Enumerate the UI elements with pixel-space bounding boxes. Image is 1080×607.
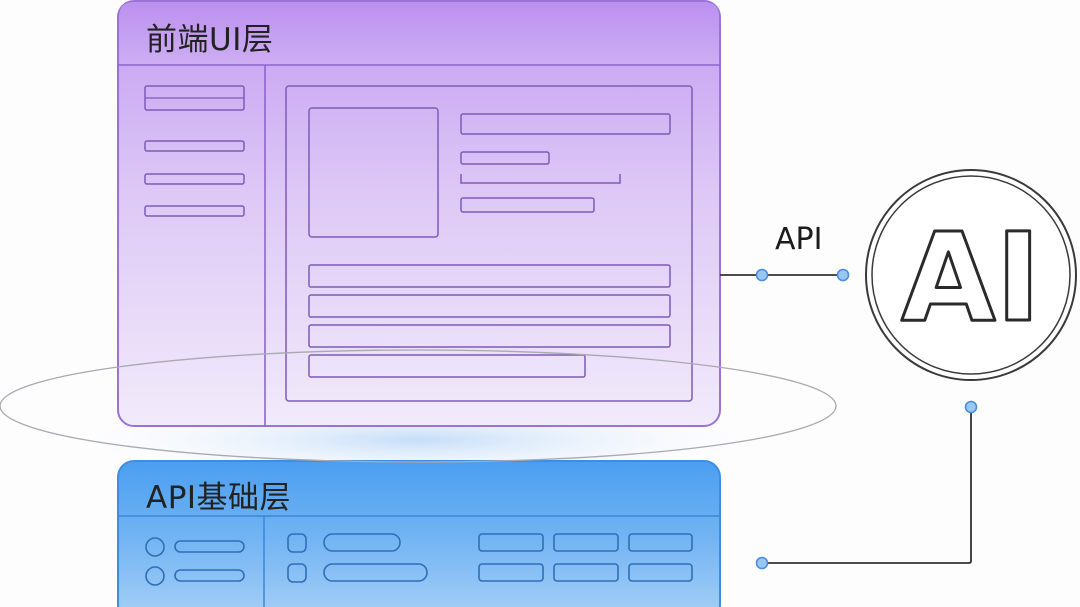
api-connector-dot-right — [836, 268, 850, 282]
api-cell-r1c3 — [628, 533, 693, 552]
api-square-2 — [287, 563, 307, 583]
ai-badge-outer-ring — [865, 169, 1077, 381]
ai-to-api-connector — [755, 400, 978, 570]
ai-badge: AI — [865, 169, 1077, 381]
api-pill-2 — [323, 563, 428, 582]
ai-badge-text: AI — [901, 207, 1041, 349]
api-pill-1 — [323, 533, 401, 552]
sidebar-item-2 — [144, 140, 245, 152]
api-cell-r2c3 — [628, 563, 693, 582]
image-placeholder — [308, 107, 439, 238]
api-circle-1 — [145, 537, 165, 557]
sidebar-item-4 — [144, 205, 245, 217]
content-underline-bar — [460, 174, 621, 184]
frontend-header-band — [119, 2, 719, 65]
api-bar-2 — [174, 569, 245, 582]
content-card — [285, 85, 693, 402]
ai-connector-line — [762, 407, 972, 564]
api-connector-label: API — [775, 222, 823, 257]
api-cell-r1c2 — [553, 533, 619, 552]
content-line-4 — [308, 354, 586, 378]
ai-badge-inner-ring — [871, 175, 1071, 375]
frontend-layer-title: 前端UI层 — [146, 22, 274, 58]
frontend-layer-panel — [117, 0, 721, 427]
api-cell-r2c1 — [478, 563, 544, 582]
content-line-3 — [308, 324, 671, 348]
api-bar-1 — [174, 540, 245, 553]
api-square-1 — [287, 533, 307, 553]
api-cell-r2c2 — [553, 563, 619, 582]
content-heading-bar — [460, 113, 671, 135]
api-layer-panel — [117, 460, 721, 607]
api-layer-title: API基础层 — [146, 480, 292, 516]
content-meta-bar — [460, 151, 550, 165]
api-connector — [720, 268, 850, 282]
content-line-1 — [308, 264, 671, 288]
ai-connector-dot-bottom — [755, 556, 769, 570]
ai-connector-dot-top — [964, 400, 978, 414]
api-connector-dot-left — [755, 268, 769, 282]
sidebar-item-3 — [144, 173, 245, 185]
orbit-ellipse — [0, 349, 837, 463]
api-circle-2 — [145, 566, 165, 586]
content-tag-bar — [460, 197, 595, 213]
content-line-2 — [308, 294, 671, 318]
api-cell-r1c1 — [478, 533, 544, 552]
